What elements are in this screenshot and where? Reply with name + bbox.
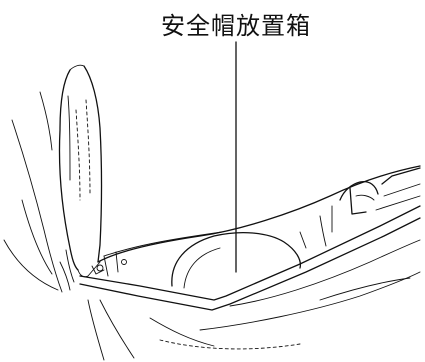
body-lower-curves <box>87 239 421 361</box>
helmet-storage-compartment <box>79 165 421 311</box>
open-seat-lid <box>58 64 103 291</box>
helmet-box-label: 安全帽放置箱 <box>161 12 311 40</box>
rear-latch-area <box>299 167 421 249</box>
body-left-curves <box>3 91 63 293</box>
